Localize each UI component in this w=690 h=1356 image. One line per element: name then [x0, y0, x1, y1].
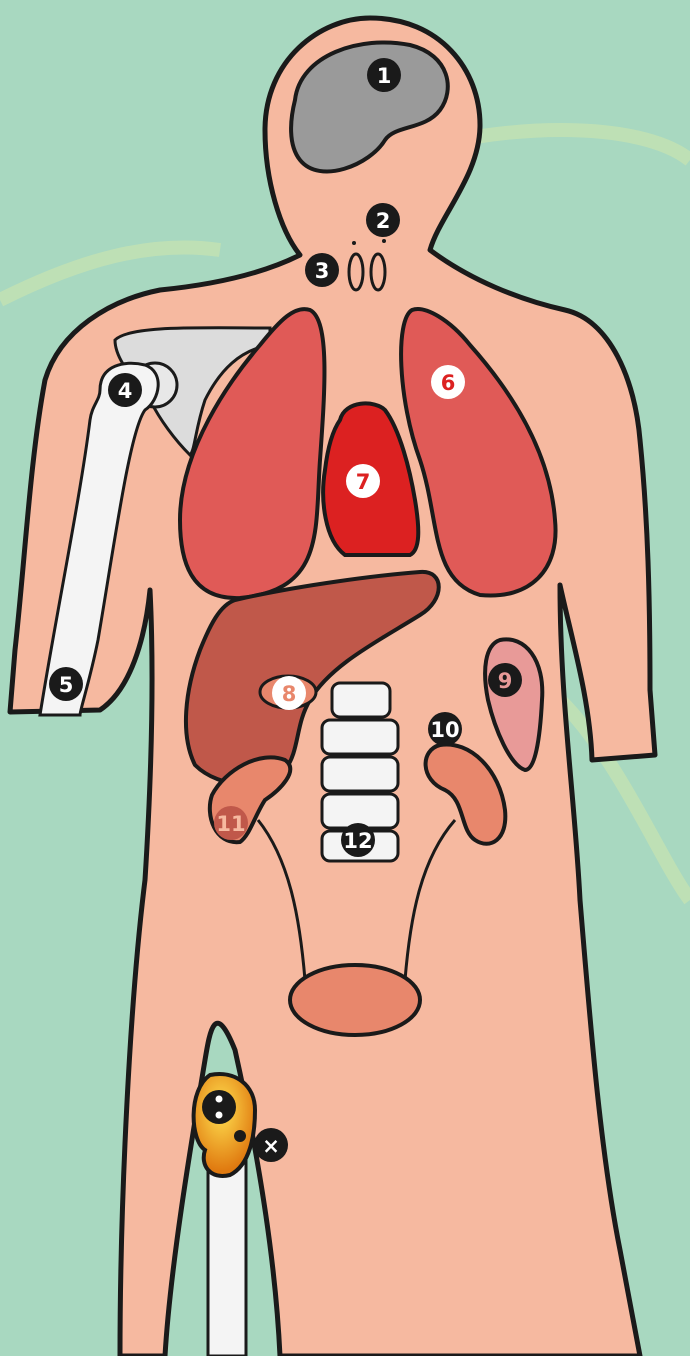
label-marker-shoulder-joint: 4 — [108, 373, 142, 407]
label-marker-gallbladder: 8 — [272, 676, 306, 710]
label-number: 9 — [498, 669, 513, 693]
label-number: 12 — [343, 829, 372, 853]
label-number: 7 — [356, 470, 371, 494]
label-number: 6 — [441, 371, 456, 395]
close-x-icon: × — [254, 1128, 288, 1162]
label-marker-spleen: 9 — [488, 663, 522, 697]
close-symbol: × — [262, 1134, 280, 1158]
label-marker-spine: 12 — [341, 823, 375, 857]
label-number: 1 — [377, 64, 392, 88]
label-marker-humerus: 5 — [49, 667, 83, 701]
label-marker-heart: 7 — [346, 464, 380, 498]
label-number: 5 — [59, 673, 74, 697]
colon-dots-icon — [202, 1090, 236, 1124]
label-marker-kidney: 10 — [428, 712, 462, 746]
label-number: 11 — [216, 812, 245, 836]
label-marker-neck-nerve: 2 — [366, 203, 400, 237]
label-number: 3 — [315, 259, 330, 283]
label-number: 2 — [376, 209, 391, 233]
label-marker-brain: 1 — [367, 58, 401, 92]
label-marker-right-kidney: 11 — [214, 806, 248, 840]
label-number: 8 — [282, 682, 297, 706]
label-number: 4 — [118, 379, 133, 403]
label-marker-thyroid: 3 — [305, 253, 339, 287]
label-number: 10 — [430, 718, 459, 742]
label-marker-lung: 6 — [431, 365, 465, 399]
